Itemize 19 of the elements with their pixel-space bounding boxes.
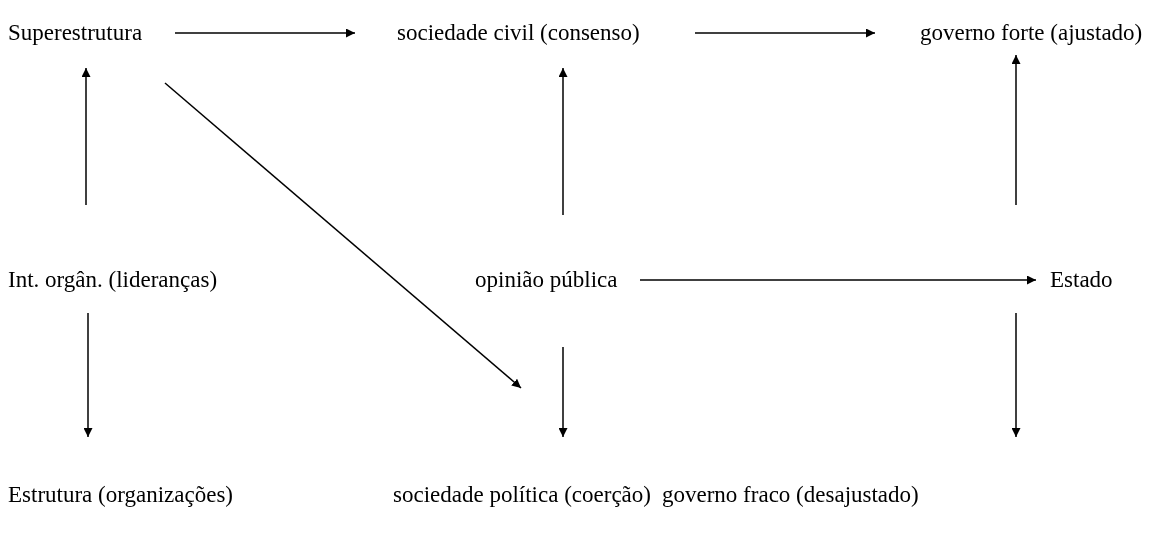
- node-label: sociedade civil (consenso): [397, 20, 640, 45]
- arrow: [694, 28, 876, 38]
- arrow: [639, 275, 1037, 285]
- arrow: [558, 346, 568, 438]
- arrow: [1011, 312, 1021, 438]
- arrow: [164, 82, 522, 389]
- arrow: [1011, 54, 1021, 206]
- node-label: Superestrutura: [8, 20, 143, 45]
- node-label: Estado: [1050, 267, 1113, 292]
- arrow: [174, 28, 356, 38]
- arrow: [558, 67, 568, 216]
- node-label: Int. orgân. (lideranças): [8, 267, 218, 292]
- node-label: governo forte (ajustado): [920, 20, 1143, 45]
- arrow: [81, 67, 91, 206]
- node-label: sociedade política (coerção): [393, 482, 651, 507]
- node-label: Estrutura (organizações): [8, 482, 233, 507]
- node-label: opinião pública: [475, 267, 618, 292]
- node-label: governo fraco (desajustado): [662, 482, 919, 507]
- arrow: [83, 312, 93, 438]
